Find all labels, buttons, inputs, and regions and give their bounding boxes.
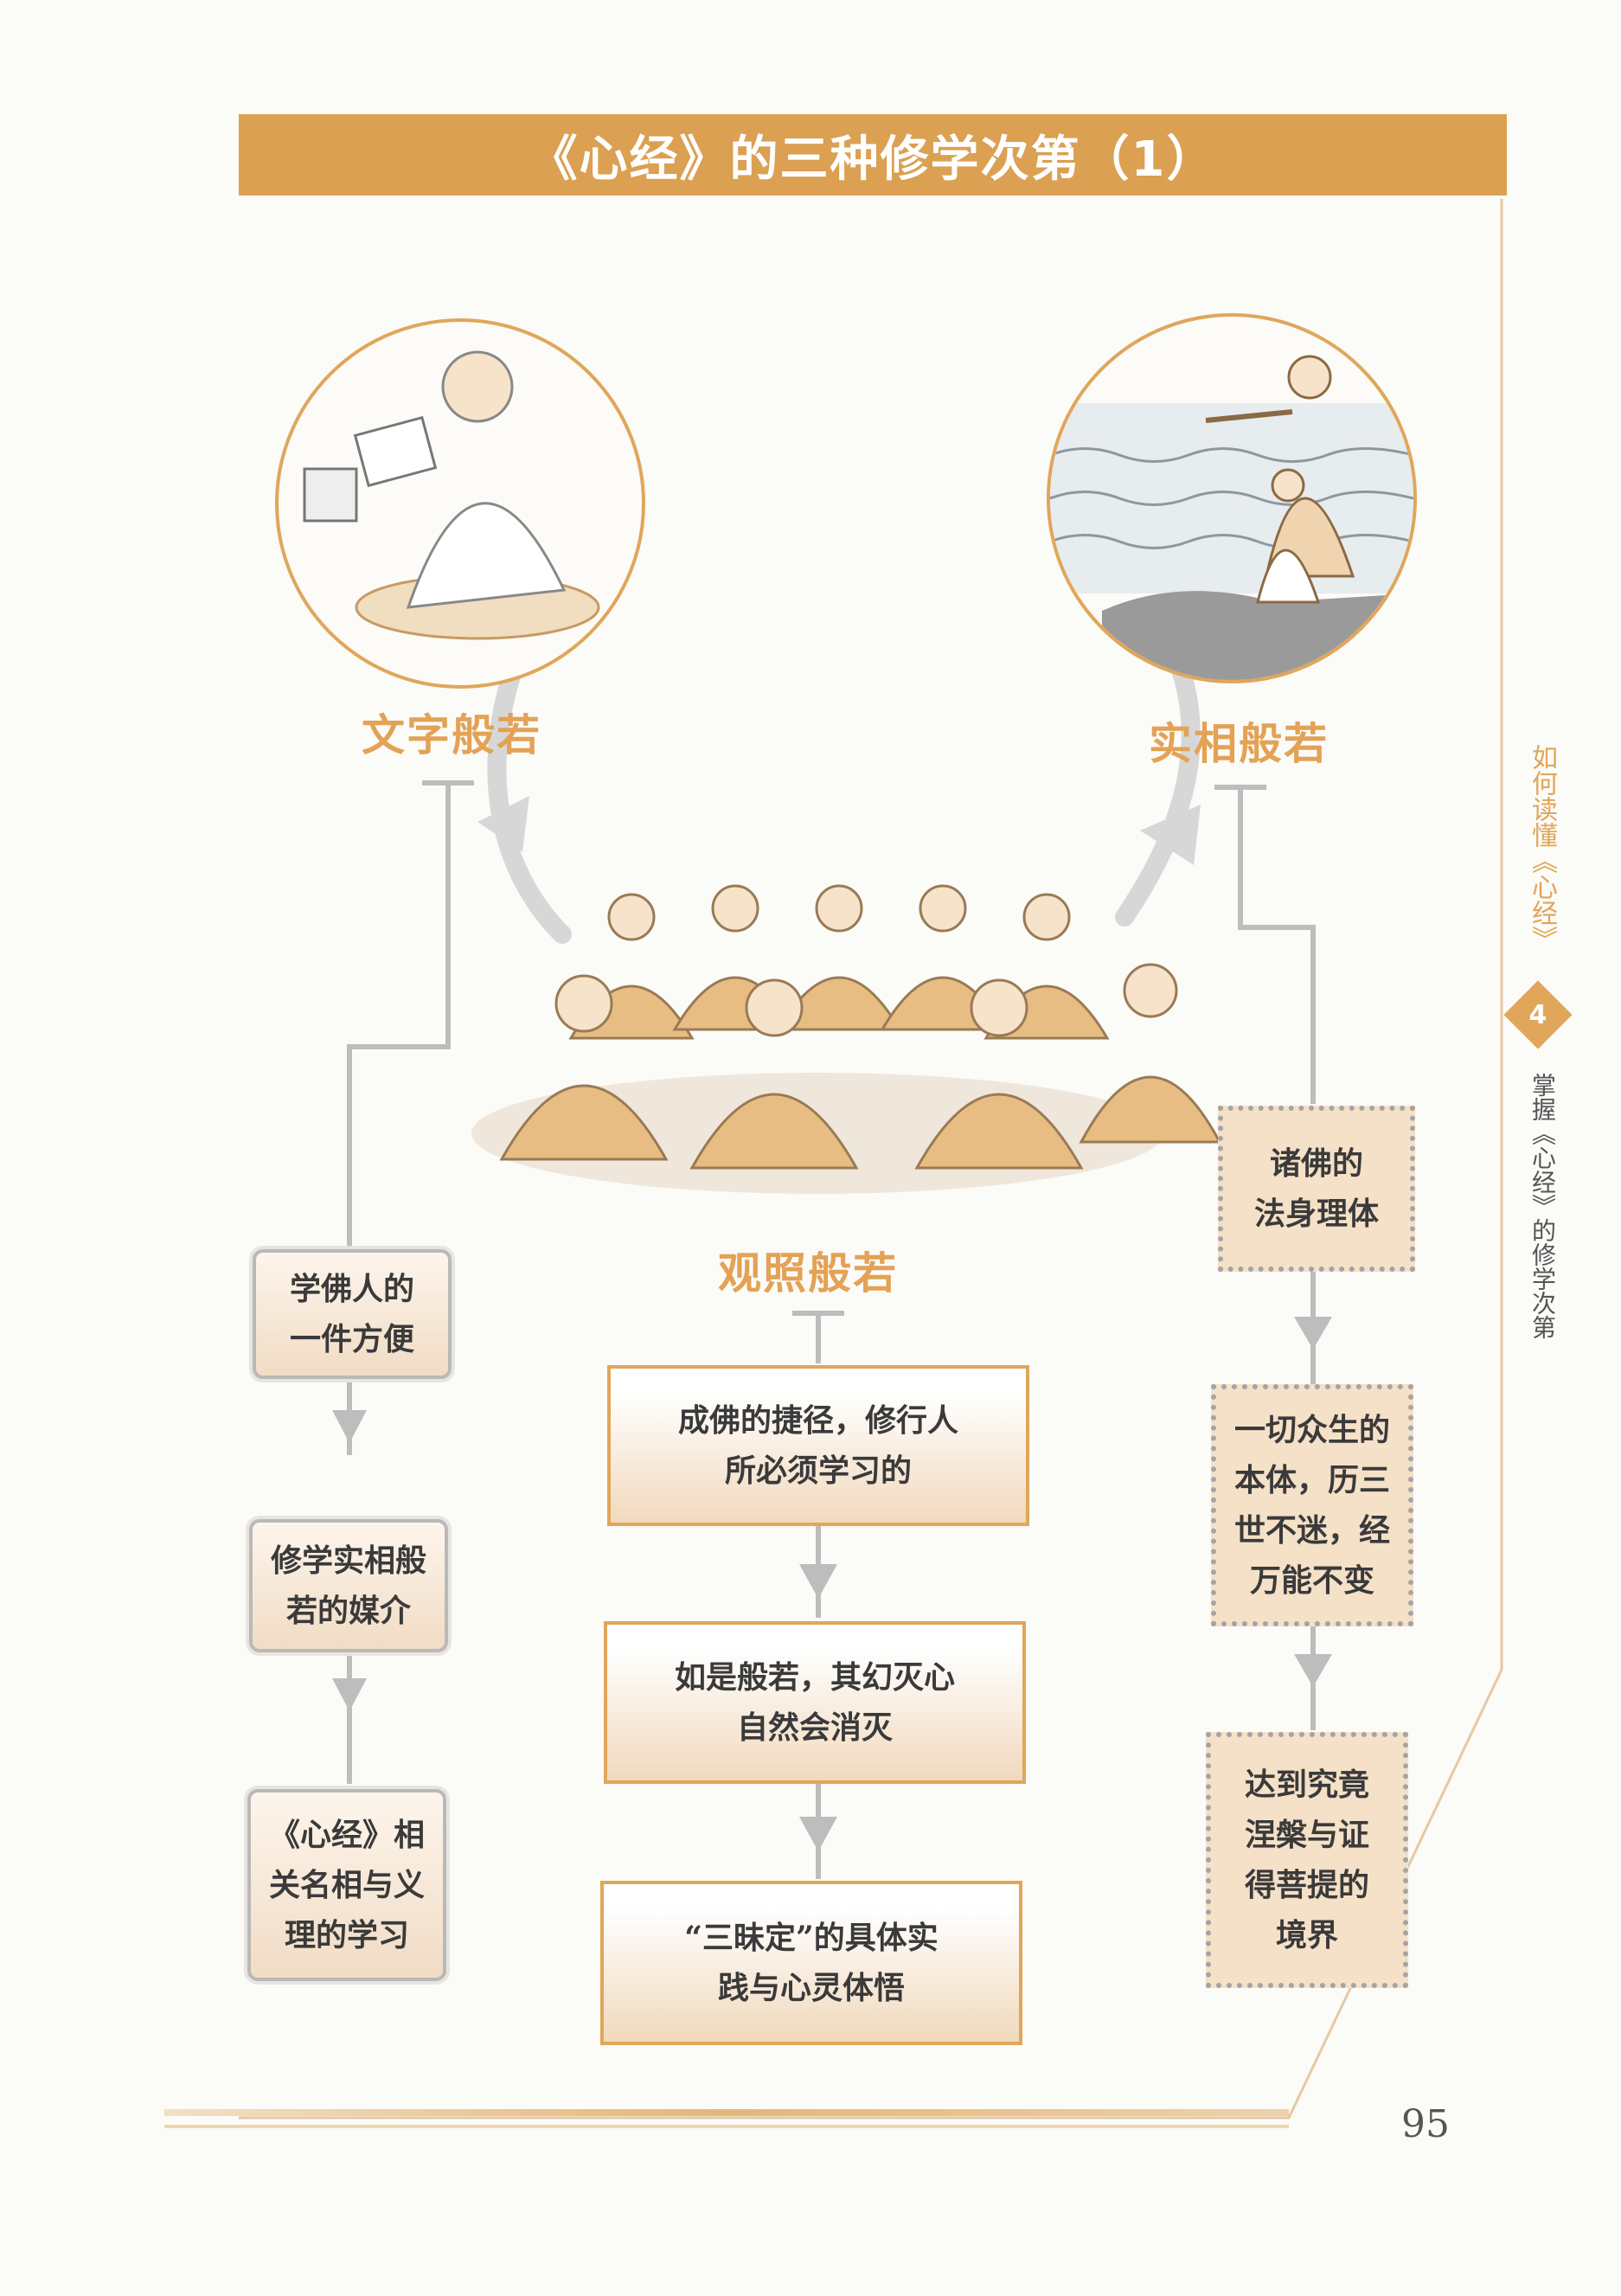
left-box-3: 《心经》相 关名相与义 理的学习 [247, 1789, 446, 1981]
heading-guanzhao-bore: 观照般若 [718, 1248, 898, 1299]
middle-box-1: 成佛的捷径，修行人 所必须学习的 [607, 1365, 1029, 1526]
monks-assembly-illustration [471, 884, 1222, 1194]
middle-box-2: 如是般若，其幻灭心 自然会消灭 [604, 1621, 1026, 1784]
heading-shixiang-bore: 实相般若 [1149, 719, 1329, 769]
reading-monk-illustration [275, 318, 645, 689]
page-title: 《心经》的三种修学次第（1） [239, 114, 1507, 196]
middle-box-3: “三昧定”的具体实 践与心灵体悟 [600, 1881, 1022, 2045]
pointing-at-sea-illustration [1047, 313, 1417, 683]
left-box-2: 修学实相般 若的媒介 [249, 1519, 448, 1652]
right-box-2: 一切众生的 本体，历三 世不迷，经 万能不变 [1211, 1384, 1413, 1626]
sidebar-chapter-title: 如何读懂《心经》 [1527, 744, 1557, 952]
left-box-1: 学佛人的 一件方便 [253, 1249, 452, 1379]
page-number: 95 [1401, 2102, 1450, 2146]
right-box-1: 诸佛的 法身理体 [1218, 1106, 1415, 1272]
heading-wenzi-bore: 文字般若 [362, 710, 541, 760]
right-box-3: 达到究竟 涅槃与证 得菩提的 境界 [1206, 1732, 1408, 1988]
sidebar-section-title: 掌握《心经》的修学次第 [1528, 1073, 1557, 1339]
